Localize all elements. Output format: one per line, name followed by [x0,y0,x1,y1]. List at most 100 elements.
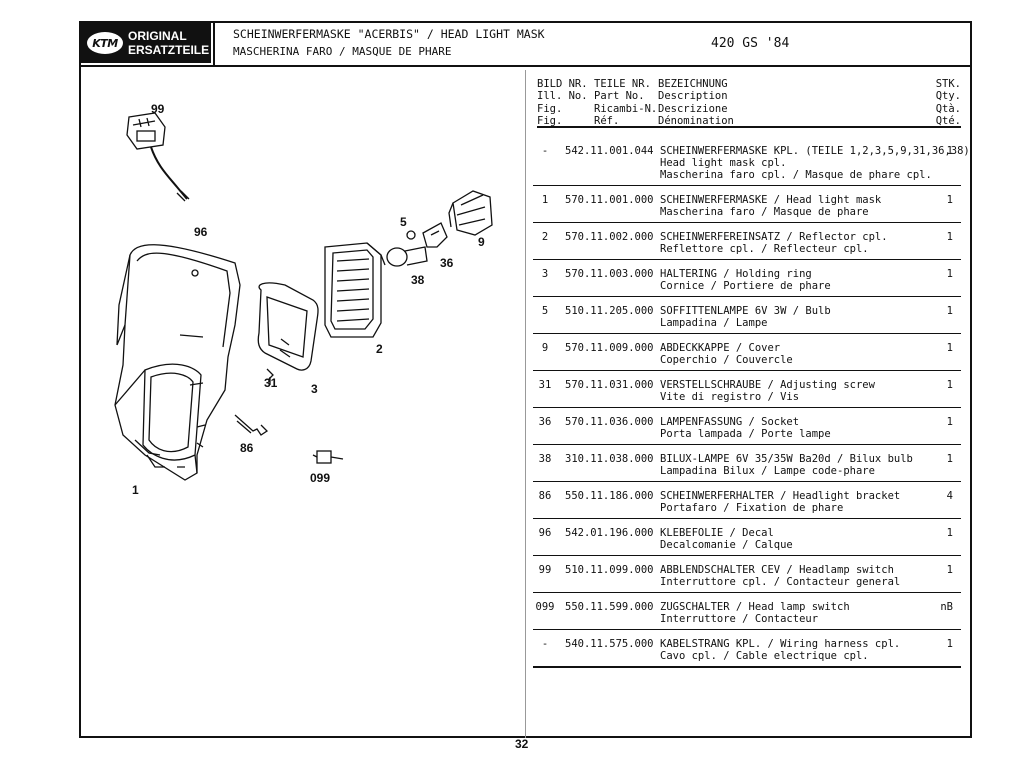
ktm-logo: KTM ORIGINAL ERSATZTEILE [81,23,211,63]
row-bild: 2 [541,231,549,243]
row-description: ZUGSCHALTER / Head lamp switch Interrutt… [660,601,850,625]
row-qty: 1 [946,194,953,206]
row-part-no: 570.11.001.000 [565,194,654,206]
row-qty: 1 [946,416,953,428]
header-divider [213,21,215,65]
page-number: 32 [515,737,529,751]
table-row: 1 570.11.001.000 SCHEINWERFERMASKE / Head … [533,192,961,223]
row-qty: 1 [946,305,953,317]
row-description: SCHEINWERFERHALTER / Headlight bracket P… [660,490,901,514]
cover-drawing [448,190,493,236]
row-qty: 1 [946,379,953,391]
callout-31: 31 [264,376,278,390]
table-row: 5 510.11.205.000 SOFFITTENLAMPE 6V 3W / Bu… [533,303,961,334]
row-description: KABELSTRANG KPL. / Wiring harness cpl. C… [660,638,901,662]
table-row: 99 510.11.099.000 ABBLENDSCHALTER CEV / He… [533,562,961,593]
row-description: ABBLENDSCHALTER CEV / Headlamp switch In… [660,564,901,588]
column-divider [525,70,526,738]
row-description: SCHEINWERFEREINSATZ / Reflector cpl. Ref… [660,231,888,255]
parts-table-body: - 542.11.001.044 SCHEINWERFERMASKE KPL. (T… [533,143,970,674]
callout-1: 1 [132,483,139,497]
logo-text-bottom: ERSATZTEILE [128,43,210,57]
row-part-no: 510.11.099.000 [565,564,654,576]
row-qty: 1 [946,453,953,465]
row-qty: 1 [946,564,953,576]
row-part-no: 540.11.575.000 [565,638,654,650]
logo-text-top: ORIGINAL [128,29,187,43]
row-description: SOFFITTENLAMPE 6V 3W / Bulb Lampadina / … [660,305,831,329]
parts-table-header: BILD NR. Ill. No. Fig. Fig. TEILE NR. Pa… [537,78,961,128]
row-bild: 1 [541,194,549,206]
pull-switch-drawing [312,450,344,464]
page-subtitle: MASCHERINA FARO / MASQUE DE PHARE [233,45,452,58]
row-bild: 31 [538,379,552,391]
model-label: 420 GS '84 [711,36,790,51]
callout-2: 2 [376,342,383,356]
table-row: 86 550.11.186.000 SCHEINWERFERHALTER / Hea… [533,488,961,519]
diagram-drawing [114,112,493,481]
row-part-no: 542.01.196.000 [565,527,654,539]
row-part-no: 510.11.205.000 [565,305,654,317]
callout-36: 36 [440,256,454,270]
row-part-no: 570.11.003.000 [565,268,654,280]
row-bild: 36 [538,416,552,428]
row-bild: 86 [538,490,552,502]
row-qty: 1 [946,527,953,539]
row-bild: 99 [538,564,552,576]
row-part-no: 310.11.038.000 [565,453,654,465]
row-qty: 1 [946,231,953,243]
reflector-drawing [324,242,386,338]
row-description: VERSTELLSCHRAUBE / Adjusting screw Vite … [660,379,875,403]
row-description: HALTERING / Holding ring Cornice / Porti… [660,268,831,292]
callout-5: 5 [400,215,407,229]
row-part-no: 570.11.009.000 [565,342,654,354]
row-bild: 5 [541,305,549,317]
headlamp-switch-drawing [126,112,190,202]
table-row: 36 570.11.036.000 LAMPENFASSUNG / Socket P… [533,414,961,445]
header-qty: STK. Qty. Qtà. Qté. [935,78,961,127]
row-part-no: 570.11.031.000 [565,379,654,391]
row-bild: 96 [538,527,552,539]
ktm-logo-mark: KTM [87,32,123,54]
header-bezeichnung: BEZEICHNUNG Description Descrizione Déno… [658,78,734,127]
adjusting-screw-drawing [266,368,274,385]
bilux-bulb-drawing [386,246,428,267]
row-description: BILUX-LAMPE 6V 35/35W Ba20d / Bilux bulb… [660,453,913,477]
row-bild: 38 [538,453,552,465]
table-row: 31 570.11.031.000 VERSTELLSCHRAUBE / Adjus… [533,377,961,408]
row-description: LAMPENFASSUNG / Socket Porta lampada / P… [660,416,831,440]
callout-9: 9 [478,235,485,249]
page-title: SCHEINWERFERMASKE "ACERBIS" / HEAD LIGHT… [233,27,545,41]
row-description: KLEBEFOLIE / Decal Decalcomanie / Calque [660,527,793,551]
callout-99: 99 [151,102,165,116]
row-qty: 1 [946,342,953,354]
row-bild: 099 [535,601,555,613]
row-qty: 1 [946,268,953,280]
table-row: 96 542.01.196.000 KLEBEFOLIE / Decal Decal… [533,525,961,556]
row-part-no: 570.11.036.000 [565,416,654,428]
small-bulb-drawing [406,230,416,240]
row-description: SCHEINWERFERMASKE / Head light mask Masc… [660,194,882,218]
row-description: SCHEINWERFERMASKE KPL. (TEILE 1,2,3,5,9,… [660,145,970,181]
table-row: 38 310.11.038.000 BILUX-LAMPE 6V 35/35W Ba… [533,451,961,482]
table-row: - 540.11.575.000 KABELSTRANG KPL. / Wiring… [533,636,961,668]
headlight-bracket-drawing [234,414,269,436]
table-row: 3 570.11.003.000 HALTERING / Holding ring … [533,266,961,297]
row-bild: 3 [541,268,549,280]
row-bild: - [541,638,549,650]
row-qty: 1 [946,638,953,650]
header-teile-nr: TEILE NR. Part No. Ricambi-N. Réf. [594,78,658,127]
row-part-no: 542.11.001.044 [565,145,654,157]
row-bild: - [541,145,549,157]
callout-3: 3 [311,382,318,396]
row-part-no: 550.11.186.000 [565,490,654,502]
lamp-socket-drawing [422,222,448,248]
callout-96: 96 [194,225,208,239]
holding-ring-drawing [257,282,319,371]
row-bild: 9 [541,342,549,354]
exploded-parts-diagram: 99 96 5 9 36 38 2 31 3 86 099 1 [85,75,525,715]
table-row: - 542.11.001.044 SCHEINWERFERMASKE KPL. (T… [533,143,970,186]
